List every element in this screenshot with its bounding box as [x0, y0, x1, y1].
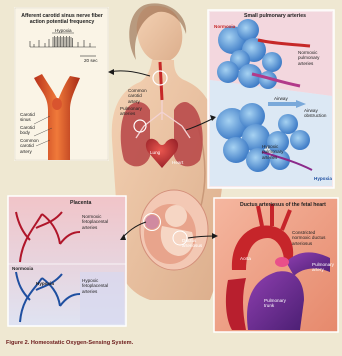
figure-caption: Figure 2. Homeostatic Oxygen-Sensing Sys…	[6, 340, 133, 346]
carotid-body-label: Carotid body	[20, 125, 38, 136]
pulmonary-normoxia-label: Normoxia	[214, 24, 235, 29]
hypoxia-trace-label: Hypoxia	[55, 28, 72, 33]
body-pulmonary-arteries-label: Pulmonary arteries	[120, 106, 142, 117]
heart-label: Heart	[172, 160, 183, 165]
pulmonary-panel-title: Small pulmonary arteries	[244, 14, 306, 20]
normoxic-pulmonary-arteries-label: Normoxic pulmonary arteries	[298, 50, 330, 66]
pulmonary-artery-label: Pulmonary artery	[312, 262, 332, 273]
placenta-panel-title: Placenta	[70, 201, 91, 207]
placenta-normoxia-label: Normoxia	[12, 266, 33, 271]
panel-pulmonary	[208, 10, 334, 188]
airway-obstruction-label: Airway obstruction	[304, 108, 330, 119]
fetus-in-womb	[140, 190, 208, 270]
lung-label: Lung	[150, 150, 160, 155]
pulmonary-hypoxia-label: Hypoxia	[314, 176, 332, 181]
carotid-panel-title: Afferent carotid sinus nerve fiber actio…	[20, 14, 104, 26]
panel-common-carotid-label: Common carotid artery	[20, 138, 44, 154]
normoxic-fetoplacental-label: Normoxic fetoplacental arteries	[82, 214, 116, 230]
body-ductus-label: Ductus arteriosus	[182, 238, 202, 249]
pulmonary-trunk-label: Pulmonary trunk	[264, 298, 286, 309]
aorta-label: Aorta	[240, 256, 251, 261]
neck-carotid-artery	[160, 62, 162, 100]
ductus-constriction	[275, 257, 289, 267]
hypoxic-pulmonary-arteries-label: Hypoxic pulmonary arteries	[262, 144, 288, 160]
hypoxic-fetoplacental-label: Hypoxic fetoplacental arteries	[82, 278, 116, 294]
time-scale-label: 20 sec	[84, 58, 98, 63]
carotid-sinus-label: Carotid sinus	[20, 112, 38, 123]
constricted-ductus-label: Constricted normoxic ductus arteriosus	[292, 230, 332, 246]
placenta-hypoxia-label: Hypoxia	[36, 281, 54, 286]
ductus-panel-title: Ductus arteriosus of the fetal heart	[240, 203, 326, 209]
airway-label: Airway	[274, 96, 288, 101]
body-common-carotid-label: Common carotid artery	[128, 88, 152, 104]
